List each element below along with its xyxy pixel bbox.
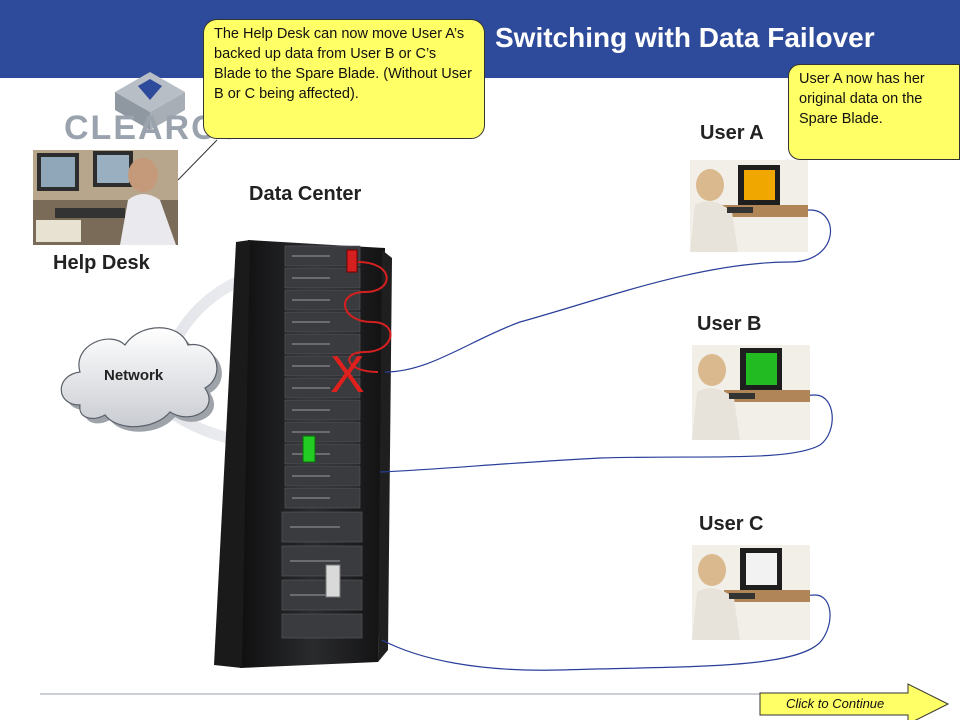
click-to-continue-button[interactable]: Click to Continue — [786, 696, 885, 711]
cable-user-a — [384, 209, 832, 373]
backup-blade-highlight — [302, 435, 316, 463]
user-a-workstation-image — [690, 160, 808, 252]
data-center-label: Data Center — [249, 183, 362, 205]
help-desk-operator-image — [33, 150, 178, 245]
user-b-workstation-image — [692, 345, 810, 440]
network-label: Network — [104, 367, 164, 384]
callout-pointer-line — [177, 139, 218, 181]
right-arrow-icon[interactable] — [759, 683, 950, 720]
blade-highlight-white — [325, 564, 341, 598]
user-c-label: User C — [699, 513, 764, 535]
failed-blade-marker: X — [330, 346, 365, 404]
slide-title: Switching with Data Failover — [495, 22, 875, 53]
user-c-workstation-image — [692, 545, 810, 640]
red-coiled-cable — [344, 261, 392, 373]
user-b-screen — [746, 353, 777, 385]
cloud-icon — [60, 327, 222, 432]
cable-user-c — [381, 594, 831, 671]
user-a-callout: User A now has her original data on the … — [788, 64, 960, 160]
user-c-screen — [746, 553, 777, 585]
user-a-screen — [744, 170, 775, 200]
help-desk-callout: The Help Desk can now move User A’s back… — [203, 19, 485, 139]
help-desk-label: Help Desk — [53, 252, 150, 274]
cable-user-b — [379, 394, 833, 473]
user-a-label: User A — [700, 122, 764, 144]
user-b-label: User B — [697, 313, 762, 335]
spare-blade-highlight — [346, 249, 358, 273]
clearcube-logo-icon — [115, 72, 185, 130]
